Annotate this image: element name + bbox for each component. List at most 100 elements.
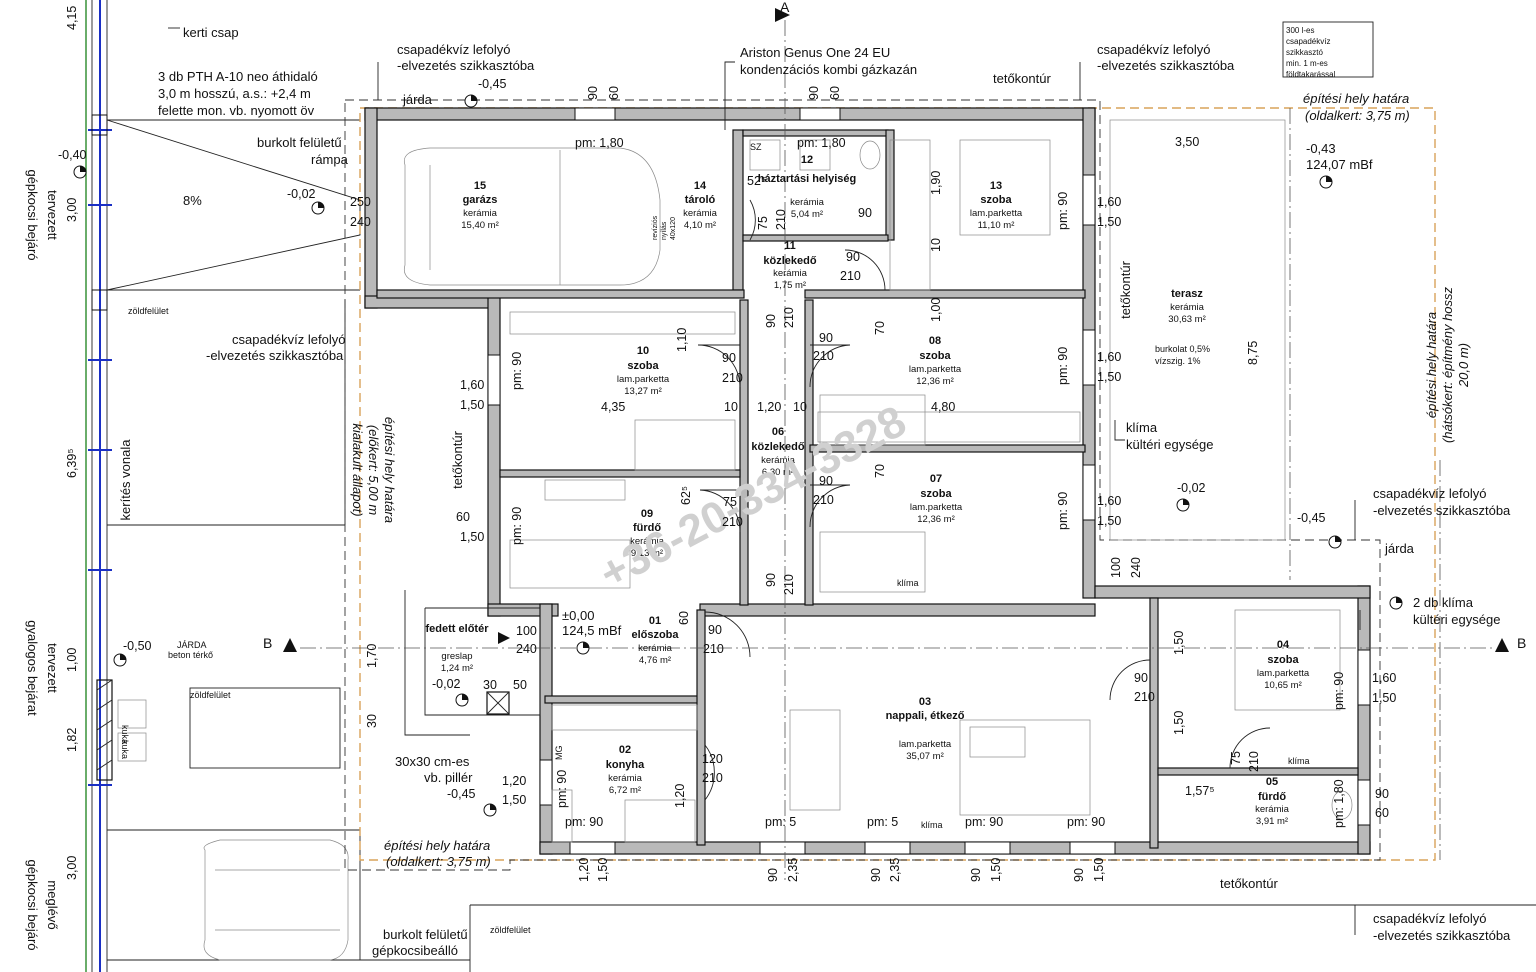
dim-label: pm: 1,80 (1332, 779, 1346, 828)
dim-label: 1,20 (502, 774, 526, 788)
dim-label: 30 (483, 678, 497, 692)
dim-label: 1,50 (1172, 631, 1186, 655)
dim-label: pm: 5 (867, 815, 898, 829)
dim-label: 60 (677, 611, 691, 625)
planned-drive-label-2: gépkocsi bejáró (25, 169, 40, 260)
ac-outdoor-label-1: klíma (1126, 420, 1158, 435)
dim-label: 1,60 (460, 378, 484, 392)
dim-label: 10 (929, 238, 943, 252)
room-14-number: 14 (694, 180, 707, 192)
green-area-label-3: zöldfelület (490, 925, 531, 935)
terrace-name: terasz (1171, 288, 1203, 300)
downpipe-se-label-2: -elvezetés szikkasztóba (1373, 928, 1511, 943)
room-01-area: 4,76 m² (639, 655, 671, 666)
roof-contour-bottom-label: tetőkontúr (1220, 876, 1278, 891)
room-04-material: lam.parketta (1257, 668, 1310, 679)
dim-label: 62⁵ (679, 486, 693, 505)
room-09-material: kerámia (630, 536, 665, 547)
dim-label: pm: 90 (555, 770, 569, 808)
existing-drive-label-2: gépkocsi bejáró (25, 859, 40, 950)
room-03-number: 03 (919, 696, 931, 708)
room-03-material: lam.parketta (899, 739, 952, 750)
dim-label: 90 (764, 573, 778, 587)
room-02-number: 02 (619, 744, 631, 756)
dim-label: 210 (722, 371, 743, 385)
dim-label: pm: 90 (565, 815, 603, 829)
section-b-right-label: B (1517, 635, 1526, 651)
room-06-material: kerámia (761, 455, 796, 466)
svg-text:nyílás: nyílás (661, 221, 668, 240)
dim-label: 120 (702, 752, 723, 766)
room-12-area: 5,04 m² (791, 209, 823, 220)
tank-label-4: min. 1 m-es (1286, 59, 1328, 68)
room-01-number: 01 (649, 615, 661, 627)
svg-text:revíziós: revíziós (652, 215, 659, 240)
downpipe-ne-label: csapadékvíz lefolyó (1097, 42, 1210, 57)
sidewalk-caps-label: JÁRDA (177, 640, 207, 650)
dim-label: -0,50 (123, 639, 152, 653)
building-limit-ne-2: (oldalkert: 3,75 m) (1305, 108, 1410, 123)
section-lines (283, 8, 1509, 880)
dim-label: 240 (1129, 557, 1143, 578)
room-05-area: 3,91 m² (1256, 816, 1288, 827)
dim-label: 1,57⁵ (1185, 784, 1215, 798)
dim-label: -0,02 (287, 187, 316, 201)
dim-label: 100 (516, 624, 537, 638)
room-12-material: kerámia (790, 197, 825, 208)
building-limit-w-2: (előkert: 5,00 m (366, 425, 381, 515)
dim-label: 4,80 (931, 400, 955, 414)
dim-label: 1,20 (757, 400, 781, 414)
dim-label: 3,00 (65, 198, 79, 222)
dim-label: 3,50 (1175, 135, 1199, 149)
dim-label: 1,00 (929, 298, 943, 322)
dim-label: 1,50 (1372, 691, 1396, 705)
room-07-area: 12,36 m² (917, 514, 955, 525)
dim-label: 70 (873, 464, 887, 478)
svg-text:40x120: 40x120 (670, 217, 677, 240)
room-11-number: 11 (784, 240, 796, 252)
dim-label: 6,39⁵ (65, 448, 79, 478)
dim-label: 1,60 (1097, 350, 1121, 364)
building-limit-w-3: kialakult állapot) (350, 423, 365, 516)
entrance-elev-label-2: 124,5 mBf (562, 623, 622, 638)
dim-label: 210 (782, 307, 796, 328)
building-limit-ne-1: építési hely határa (1303, 91, 1409, 106)
dim-label: 1,50 (502, 793, 526, 807)
ac-indoor-label-1: klíma (897, 578, 919, 588)
room-05-material: kerámia (1255, 804, 1290, 815)
room-13-material: lam.parketta (970, 208, 1023, 219)
dim-label: pm: 1,80 (575, 136, 624, 150)
waterproof-slope-label: vízszig. 1% (1155, 356, 1201, 366)
leader-lines (168, 21, 1374, 935)
dim-label: 240 (350, 215, 371, 229)
dim-label: -0,02 (1177, 481, 1206, 495)
dim-label: 90 (858, 206, 872, 220)
room-07-material: lam.parketta (910, 502, 963, 513)
dim-label: 1,50 (1097, 370, 1121, 384)
dim-label: 8,75 (1246, 341, 1260, 365)
level-markers (73, 94, 1403, 817)
room-03-area: 35,07 m² (906, 751, 944, 762)
dim-label: 60 (607, 86, 621, 100)
access-hatch-label: revíziós nyílás 40x120 (652, 215, 677, 240)
room-labels: 15 garázs kerámia 15,40 m² 14 tároló ker… (426, 154, 1310, 827)
dim-label: pm: 90 (1056, 347, 1070, 385)
room-01-material: kerámia (638, 643, 673, 654)
dim-label: 210 (722, 515, 743, 529)
dim-label: 2,35 (786, 858, 800, 882)
dim-label: 60 (456, 510, 470, 524)
room-08-material: lam.parketta (909, 364, 962, 375)
dim-label: 210 (1134, 690, 1155, 704)
garden-tap-label: kerti csap (183, 25, 239, 40)
dim-label: pm: 90 (1067, 815, 1105, 829)
green-area-label-2: zöldfelület (190, 690, 231, 700)
porch-name: fedett előtér (426, 623, 490, 635)
dim-label: 90 (764, 314, 778, 328)
parking-label-1: burkolt felületű (383, 927, 468, 942)
dim-label: pm: 5 (765, 815, 796, 829)
roof-contour (344, 99, 1441, 871)
building-limit-s-2: (oldalkert: 3,75 m) (386, 854, 491, 869)
dim-label: 1,50 (989, 858, 1003, 882)
dim-label: 1,50 (1172, 711, 1186, 735)
dim-label: 1,70 (365, 644, 379, 668)
